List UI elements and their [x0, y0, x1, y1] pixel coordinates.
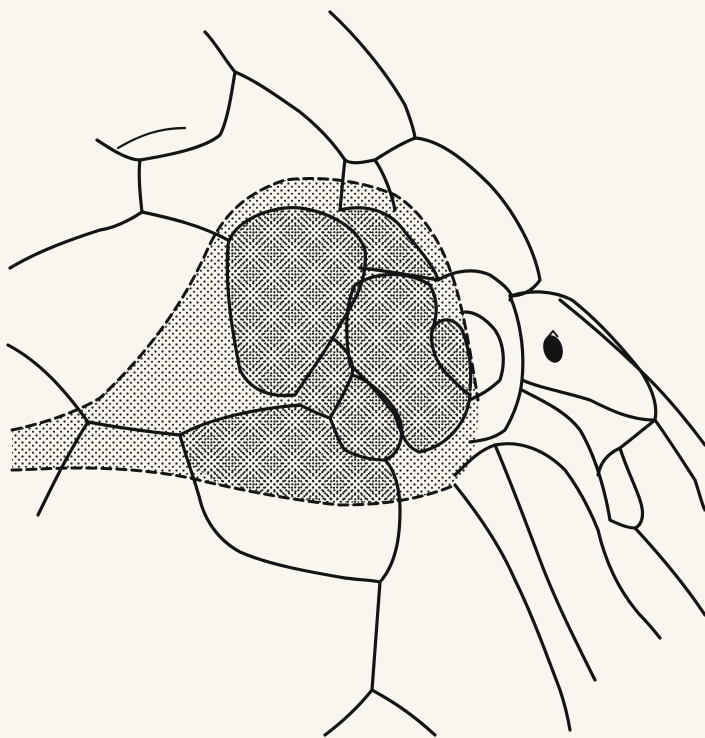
nucleus	[540, 331, 566, 365]
